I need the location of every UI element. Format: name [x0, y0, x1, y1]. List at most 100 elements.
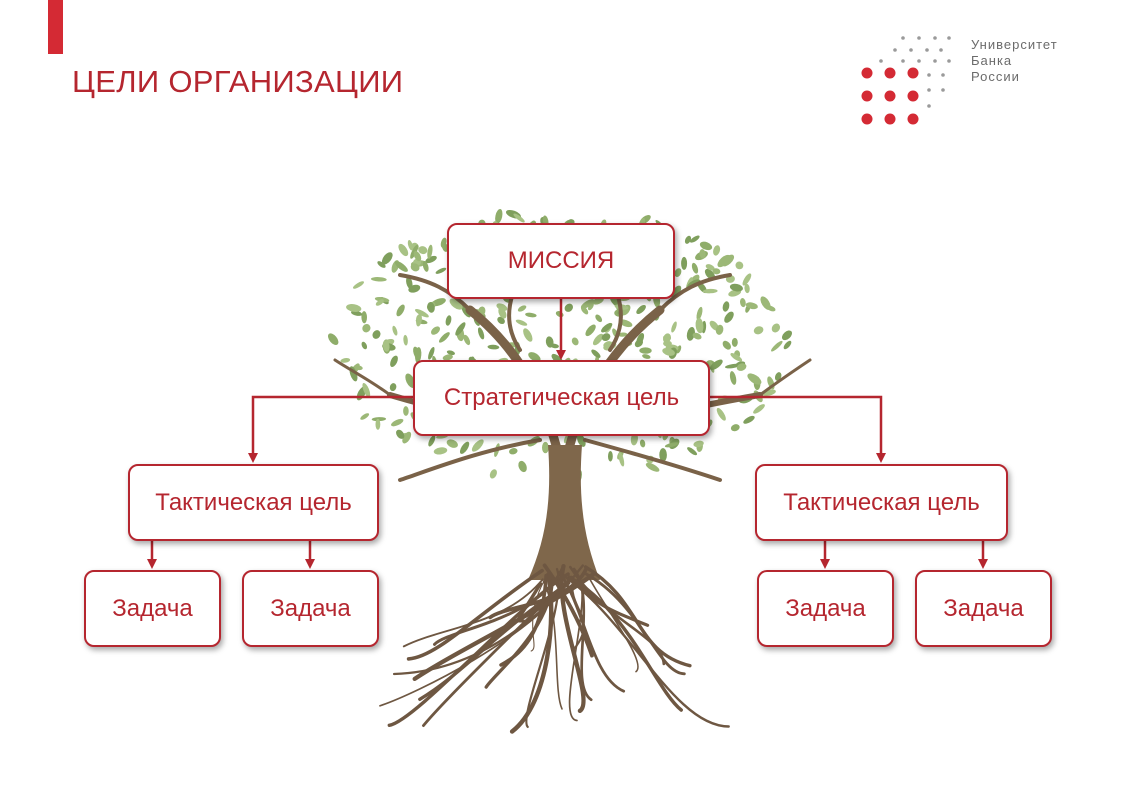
tree-leaf [555, 311, 564, 318]
logo-text: Университет Банка России [971, 37, 1058, 85]
tree-leaf [392, 325, 398, 336]
tree-leaf [398, 243, 409, 257]
tree-leaf [362, 382, 371, 398]
tree-leaf [730, 353, 743, 362]
tree-leaf [517, 305, 527, 312]
tree-leaf [497, 316, 505, 325]
tree-root [499, 573, 548, 667]
tree-leaf [715, 324, 724, 335]
connector-strategic-tactical-right [710, 395, 886, 463]
tree-leaf [730, 424, 740, 432]
tree-leaf [425, 255, 437, 264]
tree-leaf [542, 441, 549, 454]
tree-leaf [371, 417, 387, 422]
tree-leaf [498, 307, 507, 319]
tree-leaf [684, 235, 692, 244]
tree-leaf [471, 439, 484, 452]
tree-leaf [413, 251, 422, 262]
tree-leaf [382, 340, 390, 352]
tree-root [542, 580, 563, 710]
tree-leaf [455, 322, 466, 336]
tree-leaf [410, 263, 420, 272]
tree-root [582, 571, 686, 676]
tree-leaf [681, 256, 688, 270]
mission-label: МИССИЯ [507, 247, 615, 274]
tree-leaf [671, 321, 677, 333]
tree-leaf [716, 407, 726, 421]
task-label: Задача [785, 594, 866, 622]
tree-leaf [618, 452, 625, 467]
tree-leaf [487, 344, 500, 350]
tactical-goal-box-left: Тактическая цель [128, 464, 379, 541]
tree-leaf [771, 340, 783, 352]
tree-leaf [743, 415, 755, 424]
tree-leaf [689, 235, 700, 243]
tree-leaf [446, 439, 458, 448]
tree-leaf [428, 346, 435, 360]
tree-root [402, 578, 544, 648]
tree-leaf [659, 448, 667, 462]
tree-leaf [722, 340, 731, 350]
tree-leaf [360, 413, 370, 420]
tree-leaf [592, 333, 604, 346]
tree-leaf [406, 276, 413, 289]
tree-leaf [375, 299, 384, 306]
tree-leaf [663, 340, 672, 347]
tree-leaf [416, 314, 421, 323]
tree-leaf [405, 373, 416, 388]
tree-leaf [774, 372, 782, 381]
tree-leaf [352, 281, 365, 289]
tree-leaf [361, 311, 368, 324]
tree-leaf [381, 252, 393, 265]
tree-leaf [580, 306, 589, 315]
tree-leaf [702, 288, 718, 294]
tree-leaf [394, 261, 408, 272]
tree-leaf [396, 429, 405, 439]
tree-leaf [753, 404, 765, 414]
tree-leaf [639, 347, 652, 354]
tree-leaf [440, 237, 447, 248]
tree-leaf [477, 327, 485, 340]
tree-leaf [705, 264, 715, 271]
tree-root [542, 563, 594, 658]
task-box-1: Задача [84, 570, 221, 647]
task-box-2: Задача [242, 570, 379, 647]
tree-leaf [595, 314, 603, 323]
task-box-4: Задача [915, 570, 1052, 647]
tree-root [525, 567, 560, 728]
tree-leaf [430, 326, 441, 335]
tree-leaf [377, 261, 386, 268]
tree-leaf [375, 418, 381, 430]
tree-leaf [354, 365, 363, 371]
tactical-goal-label: Тактическая цель [155, 488, 352, 516]
tree-leaf [693, 440, 704, 448]
tree-leaf [587, 302, 594, 311]
tree-leaf [713, 245, 721, 256]
tree-leaf [427, 244, 433, 259]
logo-line-3: России [971, 69, 1020, 84]
tree-leaf [433, 447, 448, 455]
task-label: Задача [270, 594, 351, 622]
tree-leaf [396, 304, 405, 317]
tree-leaf [696, 306, 703, 321]
tree-leaf [663, 333, 671, 344]
tree-leaf [783, 340, 792, 350]
logo-line-1: Университет [971, 37, 1058, 52]
tree-root [412, 572, 596, 682]
tree-leaf [691, 262, 699, 274]
tree-leaf [744, 283, 750, 294]
tree-leaf [449, 298, 463, 310]
tree-root [568, 575, 583, 722]
task-label: Задача [943, 594, 1024, 622]
tree-leaf [459, 441, 470, 454]
tree-leaf [372, 330, 381, 339]
tree-leaf [346, 304, 362, 312]
task-box-3: Задача [757, 570, 894, 647]
tree-trunk-illustration [528, 445, 600, 580]
tree-leaf [760, 296, 771, 310]
tree-leaf [463, 334, 471, 346]
tree-leaf [576, 433, 586, 447]
tree-root [530, 571, 551, 652]
tree-leaf [495, 209, 503, 224]
tree-leaf [692, 332, 702, 340]
